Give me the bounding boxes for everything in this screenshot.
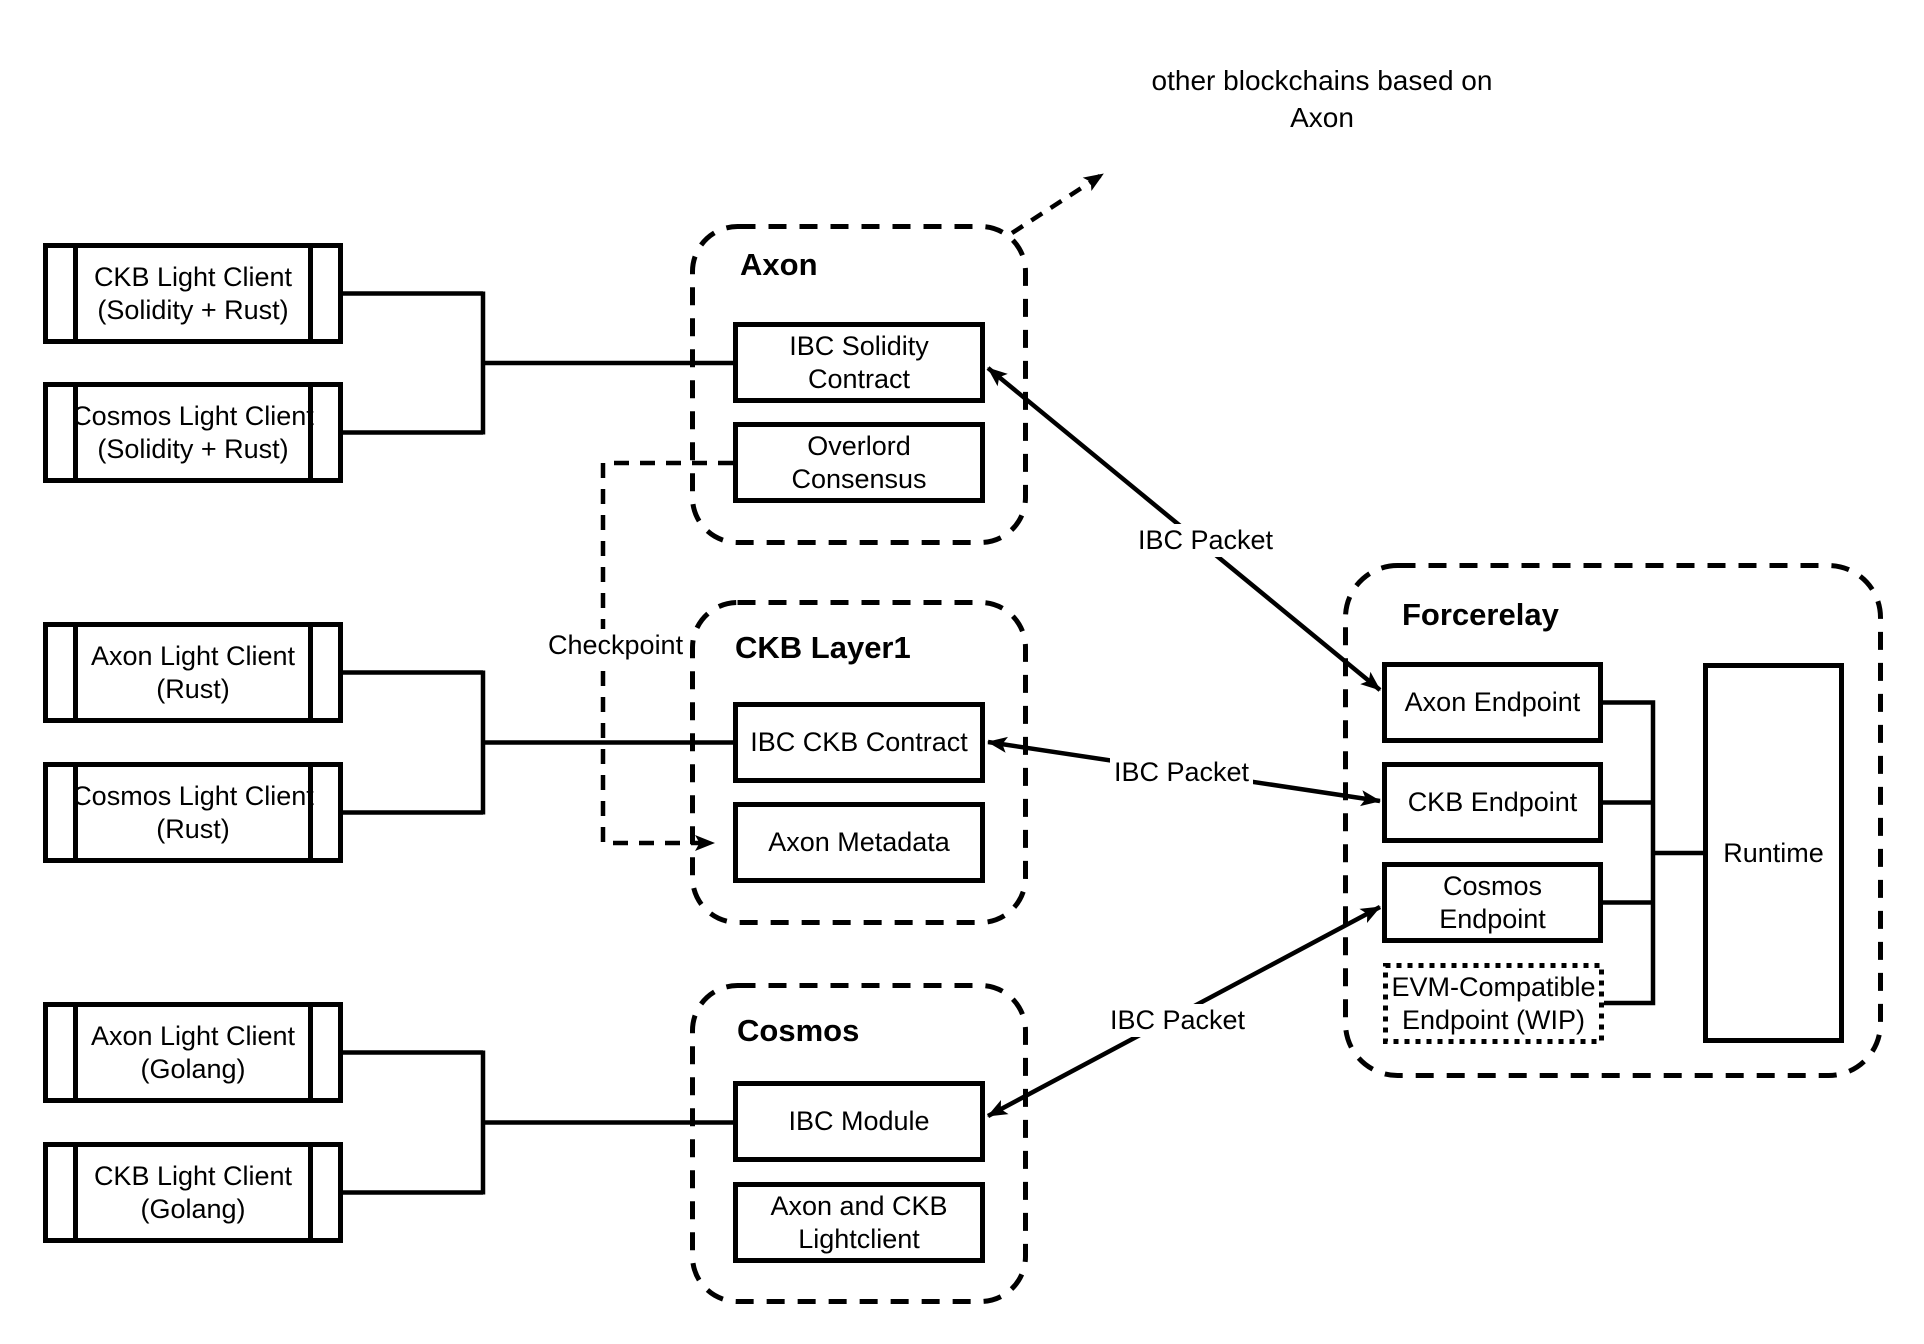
cosmos-container-title: Cosmos	[737, 1013, 860, 1048]
cosmos-container-border	[690, 983, 1028, 1304]
lc-label: (Solidity + Rust)	[97, 294, 289, 325]
axon-light-client-golang-box: Axon Light Client (Golang)	[43, 1002, 343, 1103]
axon-ckb-lightclient-box: Axon and CKB Lightclient	[733, 1182, 985, 1263]
lc-label: Cosmos Light Client	[72, 780, 314, 811]
other-blockchains-note: other blockchains based on Axon	[1102, 62, 1542, 136]
lc-label: Axon Light Client	[90, 640, 296, 671]
axon-container-border	[690, 224, 1028, 545]
lc-label: (Solidity + Rust)	[97, 433, 289, 464]
other-blockchains-note-line2: Axon	[1290, 102, 1354, 133]
ibc-solidity-contract-box: IBC Solidity Contract	[733, 322, 985, 403]
box-label: Lightclient	[798, 1223, 920, 1254]
box-label: CKB Endpoint	[1407, 787, 1578, 817]
connector-pair2-to-ckb	[343, 670, 733, 815]
forcerelay-container-title: Forcerelay	[1402, 597, 1559, 632]
box-label: Endpoint (WIP)	[1401, 1004, 1586, 1035]
lc-label: CKB Light Client	[93, 1160, 293, 1191]
ibc-module-box: IBC Module	[733, 1081, 985, 1162]
axon-metadata-box: Axon Metadata	[733, 802, 985, 883]
connector-pair1-to-axon	[343, 291, 733, 435]
axon-container-title: Axon	[740, 247, 818, 282]
ibc-packet-label-cosmos: IBC Packet	[1106, 1004, 1250, 1037]
axon-endpoint-box: Axon Endpoint	[1382, 662, 1603, 743]
lc-label: Cosmos Light Client	[72, 400, 314, 431]
connector-pair3-to-cosmos	[343, 1050, 733, 1195]
cosmos-light-client-solidity-rust-box: Cosmos Light Client (Solidity + Rust)	[43, 382, 343, 483]
box-label: Cosmos Endpoint	[1439, 870, 1546, 934]
box-label: IBC CKB Contract	[750, 727, 968, 757]
box-label: IBC Module	[788, 1106, 930, 1136]
forcerelay-container-border	[1343, 563, 1883, 1078]
evm-endpoint-border	[1383, 963, 1604, 1044]
lc-label: (Golang)	[140, 1053, 246, 1084]
box-label: EVM-Compatible	[1391, 971, 1596, 1002]
ckb-light-client-golang-box: CKB Light Client (Golang)	[43, 1142, 343, 1243]
checkpoint-label: Checkpoint	[544, 629, 688, 662]
ckb-light-client-solidity-rust-box: CKB Light Client (Solidity + Rust)	[43, 243, 343, 344]
evm-endpoint-box: EVM-Compatible Endpoint (WIP)	[1386, 966, 1601, 1041]
box-label: Axon Metadata	[768, 827, 950, 857]
overlord-consensus-box: Overlord Consensus	[733, 422, 985, 503]
ibc-ckb-contract-box: IBC CKB Contract	[733, 702, 985, 783]
ibc-packet-label-axon: IBC Packet	[1134, 524, 1278, 557]
box-label: IBC Solidity Contract	[789, 330, 929, 394]
ckb-endpoint-box: CKB Endpoint	[1382, 762, 1603, 843]
lc-label: Axon Light Client	[90, 1020, 296, 1051]
axon-light-client-rust-box: Axon Light Client (Rust)	[43, 622, 343, 723]
box-label: Axon and CKB	[770, 1190, 948, 1221]
ibc-packet-label-ckb: IBC Packet	[1110, 756, 1254, 789]
box-label: Axon Endpoint	[1404, 687, 1581, 717]
other-blockchains-arrow	[1010, 172, 1105, 235]
ckb-layer1-container-title: CKB Layer1	[735, 630, 911, 665]
lc-label: (Rust)	[156, 673, 230, 704]
box-label: Runtime	[1723, 837, 1824, 868]
runtime-box: Runtime	[1703, 663, 1844, 1043]
lc-label: (Golang)	[140, 1193, 246, 1224]
forcerelay-bus-lines	[1603, 700, 1703, 1006]
box-label: Overlord Consensus	[791, 430, 927, 494]
cosmos-endpoint-box: Cosmos Endpoint	[1382, 862, 1603, 943]
cosmos-light-client-rust-box: Cosmos Light Client (Rust)	[43, 762, 343, 863]
lc-label: CKB Light Client	[93, 261, 293, 292]
other-blockchains-note-line1: other blockchains based on	[1151, 65, 1493, 96]
lc-label: (Rust)	[156, 813, 230, 844]
